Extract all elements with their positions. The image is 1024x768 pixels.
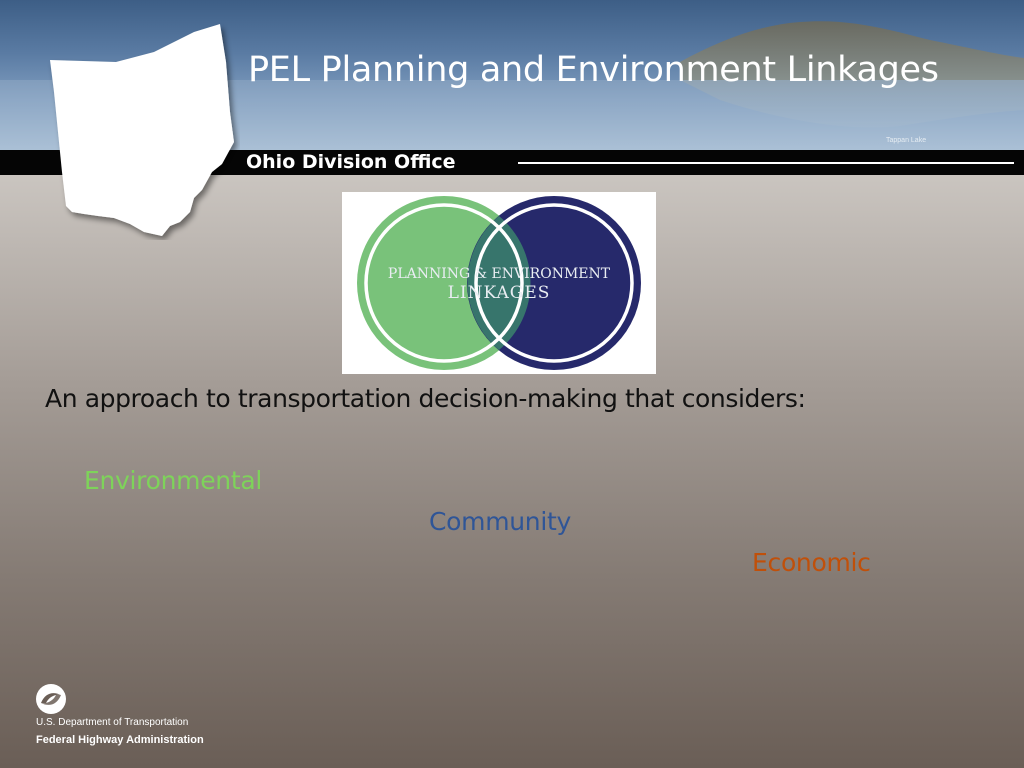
slide-title: PEL Planning and Environment Linkages (248, 50, 939, 90)
office-label: Ohio Division Office (246, 151, 456, 173)
pel-logo-graphic: PLANNING & ENVIRONMENT LINKAGES (357, 196, 641, 370)
pel-logo: PLANNING & ENVIRONMENT LINKAGES (342, 192, 656, 374)
logo-line2: LINKAGES (448, 283, 551, 303)
consideration-environmental: Environmental (84, 466, 262, 495)
divider-rule (518, 162, 1014, 164)
lead-text: An approach to transportation decision-m… (45, 384, 806, 413)
ohio-state-shape (50, 24, 234, 236)
usdot-logo-icon (36, 684, 66, 714)
photo-caption: Tappan Lake (886, 137, 927, 144)
footer-administration: Federal Highway Administration (36, 734, 204, 746)
logo-line1: PLANNING & ENVIRONMENT (388, 266, 611, 282)
consideration-economic: Economic (752, 548, 871, 577)
consideration-community: Community (429, 507, 571, 536)
footer-department: U.S. Department of Transportation (36, 717, 189, 728)
